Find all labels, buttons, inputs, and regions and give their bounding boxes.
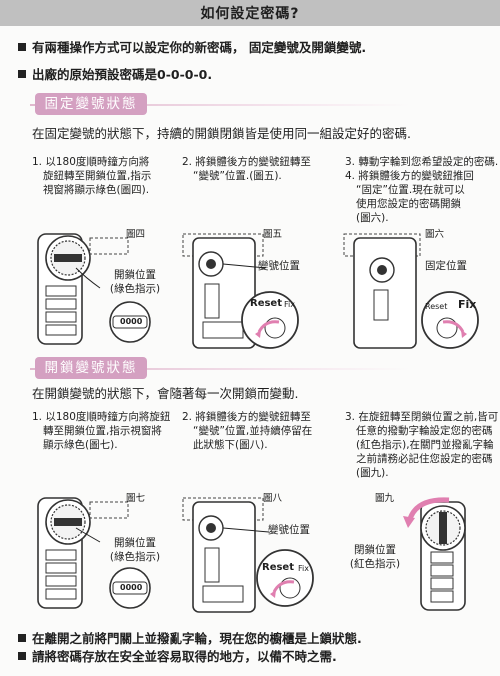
section-divider [30, 104, 410, 106]
bullet-icon [18, 634, 26, 642]
figure-4-lock-front [37, 233, 129, 345]
figure-7-lock-front [37, 497, 129, 609]
figure-4-code-wheel [109, 301, 151, 343]
note-default-code: 出廠的原始預設密碼是0-0-0-0. [32, 67, 213, 82]
figure-5-reset-text: Reset [250, 298, 282, 309]
figure-6-fix-dial [421, 291, 479, 349]
figure-9-caption: 圖九 [375, 493, 395, 504]
open-step-2: 2. 將鎖體後方的變號鈕轉至“變號”位置,並持續停留在此狀態下(圖八). [182, 411, 313, 451]
fixed-step-3-4: 3. 轉動字輪到您希望設定的密碼.4. 將鎖體後方的變號鈕推回 “固定”位置.現… [345, 156, 499, 224]
note-store-code: 請將密碼存放在安全並容易取得的地方，以備不時之需. [32, 649, 337, 664]
figure-4-caption: 圖四 [126, 229, 146, 240]
page-title: 如何設定密碼? [200, 6, 300, 22]
figure-5-caption: 圖五 [263, 229, 283, 240]
figure-7-code-wheel [109, 567, 151, 609]
figure-8-change-label: 變號位置 [268, 524, 310, 536]
section-heading-fixed: 固定變號狀態 [35, 93, 147, 115]
figure-7-open-label: 開鎖位置(綠色指示) [109, 537, 161, 563]
open-intro: 在開鎖變號的狀態下，會隨著每一次開鎖而變動. [32, 386, 299, 401]
figure-4-code: 0000 [120, 317, 143, 326]
bullet-icon [18, 43, 26, 51]
figure-8-caption: 圖八 [263, 493, 283, 504]
figure-4-open-label: 開鎖位置(綠色指示) [109, 269, 161, 295]
figure-6-lock-back [343, 233, 421, 349]
fixed-intro: 在固定變號的狀態下，持續的開鎖閉鎖皆是使用同一組設定好的密碼. [32, 126, 411, 141]
fixed-step-1: 1. 以180度順時鐘方向將旋鈕轉至開鎖位置,指示視窗將顯示綠色(圖四). [32, 156, 152, 196]
fixed-step-2: 2. 將鎖體後方的變號鈕轉至“變號”位置.(圖五). [182, 156, 311, 182]
figure-7-code: 0000 [120, 583, 143, 592]
title-bar [0, 0, 500, 26]
figure-6-caption: 圖六 [425, 229, 445, 240]
figure-8-fix-text: Fix [298, 564, 309, 573]
section-heading-open: 開鎖變號狀態 [35, 357, 147, 379]
bullet-icon [18, 70, 26, 78]
figure-5-lock-back [182, 233, 266, 349]
figure-5-reset-dial [241, 291, 299, 349]
figure-9-lock-front [403, 497, 466, 611]
figure-9-closed-label: 閉鎖位置(紅色指示) [349, 544, 401, 570]
bullet-icon [18, 652, 26, 660]
open-step-3: 3. 在旋鈕轉至閉鎖位置之前,皆可任意的撥動字輪設定您的密碼(紅色指示),在關門… [345, 411, 499, 479]
figure-7-caption: 圖七 [126, 493, 146, 504]
figure-5-change-label: 變號位置 [258, 260, 300, 272]
figure-6-fixed-label: 固定位置 [425, 260, 467, 272]
figure-8-reset-dial [256, 549, 314, 607]
figure-8-lock-back [182, 497, 270, 613]
note-scramble: 在離開之前將門關上並撥亂字輪，現在您的櫥櫃是上鎖狀態. [32, 631, 362, 646]
section-divider [30, 368, 410, 370]
figure-6-fix-text: Fix [458, 298, 477, 311]
open-step-1: 1. 以180度順時鐘方向將旋鈕轉至開鎖位置,指示視窗將顯示綠色(圖七). [32, 411, 171, 451]
figure-6-reset-text: Reset [425, 302, 448, 311]
figure-8-reset-text: Reset [262, 562, 294, 573]
note-two-modes: 有兩種操作方式可以設定你的新密碼， 固定變號及開鎖變號. [32, 40, 367, 55]
figure-5-fix-text: Fix [284, 300, 295, 309]
